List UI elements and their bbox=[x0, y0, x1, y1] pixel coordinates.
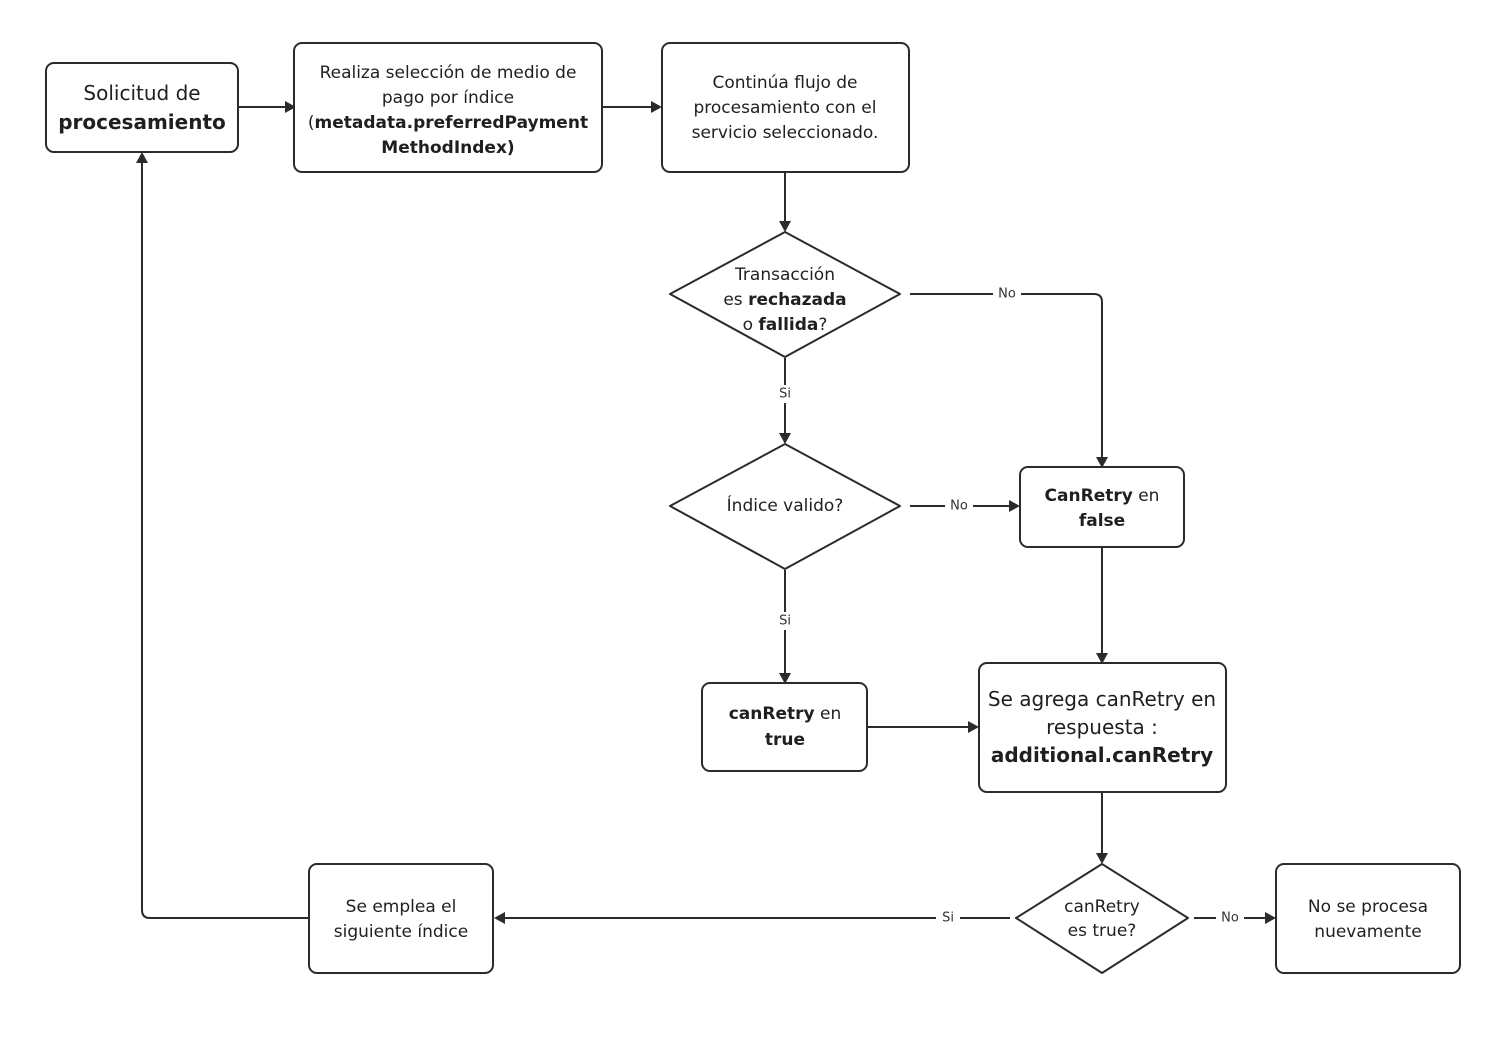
arrowhead bbox=[285, 101, 296, 113]
arrowhead bbox=[968, 721, 979, 733]
edge-siguiente-to-solicitud bbox=[141, 162, 309, 919]
node-text: servicio seleccionado. bbox=[692, 123, 879, 143]
node-text: Índice valido? bbox=[727, 494, 844, 516]
node-seleccion-medio-pago[interactable]: Realiza selección de medio de pago por í… bbox=[293, 42, 603, 173]
node-text: Continúa flujo de bbox=[712, 73, 857, 93]
arrowhead bbox=[1096, 653, 1108, 664]
edge-label-indice-no: No bbox=[950, 499, 968, 514]
node-text: nuevamente bbox=[1314, 922, 1421, 942]
arrowhead bbox=[779, 673, 791, 684]
node-text: additional.canRetry bbox=[991, 743, 1213, 767]
edge-labels: No Si No Si Si No bbox=[775, 285, 1244, 927]
node-text: procesamiento bbox=[58, 110, 226, 134]
node-text: procesamiento con el bbox=[694, 98, 877, 118]
arrowhead bbox=[1009, 500, 1020, 512]
arrowhead bbox=[779, 433, 791, 444]
node-text: respuesta : bbox=[1046, 715, 1158, 739]
node-text: Solicitud de bbox=[83, 81, 200, 105]
edge-label-es-true-no: No bbox=[1221, 911, 1239, 926]
node-no-procesa[interactable]: No se procesa nuevamente bbox=[1275, 863, 1461, 974]
node-text: MethodIndex) bbox=[381, 138, 514, 158]
node-text: canRetry bbox=[1064, 897, 1140, 917]
arrowhead bbox=[1096, 457, 1108, 468]
arrowhead bbox=[494, 912, 505, 924]
arrowhead bbox=[1265, 912, 1276, 924]
node-solicitud-procesamiento[interactable]: Solicitud de procesamiento bbox=[45, 62, 239, 153]
node-canretry-false[interactable]: CanRetry en false bbox=[1019, 466, 1185, 548]
node-text: pago por índice bbox=[382, 88, 514, 108]
node-continua-flujo[interactable]: Continúa flujo de procesamiento con el s… bbox=[661, 42, 910, 173]
decision-indice-valido[interactable]: Índice valido? bbox=[669, 443, 901, 570]
node-text-mixed: es rechazada bbox=[723, 290, 846, 310]
node-text: siguiente índice bbox=[334, 922, 468, 942]
edge-label-es-true-si: Si bbox=[942, 911, 954, 926]
arrowhead bbox=[779, 221, 791, 232]
edge-label-indice-si: Si bbox=[779, 614, 791, 629]
node-text: Se emplea el bbox=[346, 897, 457, 917]
edge-transaccion-no bbox=[910, 293, 1103, 458]
arrowhead bbox=[136, 152, 148, 163]
node-canretry-true[interactable]: canRetry en true bbox=[701, 682, 868, 772]
node-siguiente-indice[interactable]: Se emplea el siguiente índice bbox=[308, 863, 494, 974]
edge-label-transaccion-no: No bbox=[998, 287, 1016, 302]
node-text: es true? bbox=[1068, 921, 1137, 941]
node-text-mixed: o fallida? bbox=[743, 315, 828, 335]
node-agrega-canretry[interactable]: Se agrega canRetry en respuesta : additi… bbox=[978, 662, 1227, 793]
edge-label-transaccion-si: Si bbox=[779, 387, 791, 402]
node-text-mixed: (metadata.preferredPayment bbox=[308, 113, 588, 133]
node-text: Realiza selección de medio de bbox=[320, 63, 577, 83]
node-text: Se agrega canRetry en bbox=[988, 687, 1216, 711]
decision-canretry-es-true[interactable]: canRetry es true? bbox=[1015, 863, 1189, 974]
decision-transaccion-rechazada[interactable]: Transacción es rechazada o fallida? bbox=[669, 231, 901, 358]
arrowhead bbox=[1096, 853, 1108, 864]
node-text: true bbox=[765, 730, 805, 750]
node-text-mixed: CanRetry en bbox=[1045, 486, 1160, 506]
arrowhead bbox=[651, 101, 662, 113]
node-text-mixed: canRetry en bbox=[729, 704, 842, 724]
node-text: No se procesa bbox=[1308, 897, 1428, 917]
node-text: Transacción bbox=[734, 265, 835, 285]
node-text: false bbox=[1079, 511, 1125, 531]
